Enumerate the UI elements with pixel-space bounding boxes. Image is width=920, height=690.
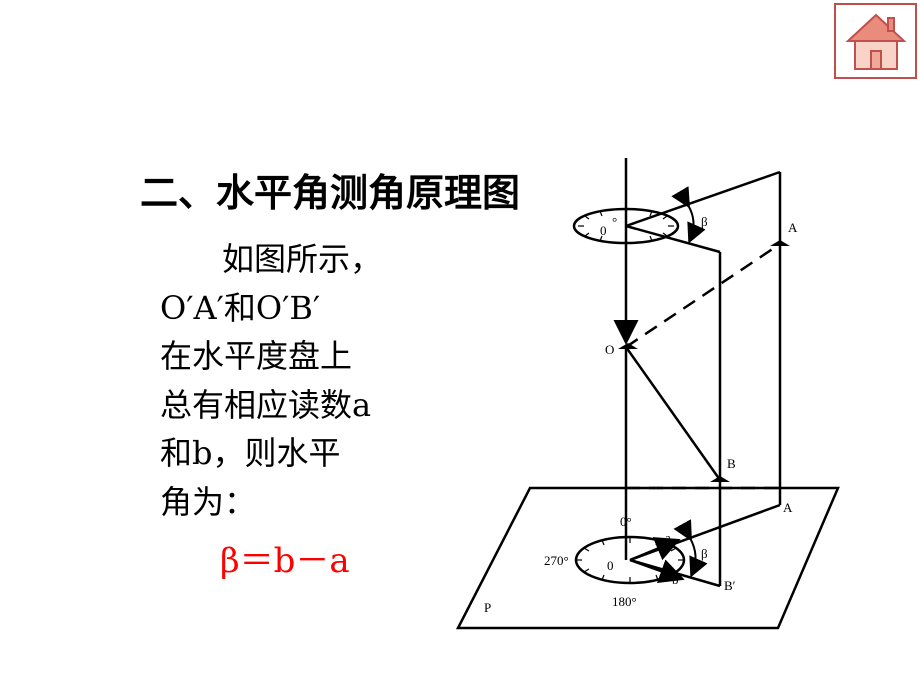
label-bottom-center: 0 (607, 558, 614, 573)
label-bottom-b: b (672, 572, 679, 587)
line-oa-dashed (625, 242, 781, 349)
label-bottom-beta: β (701, 546, 708, 561)
label-zero-degree: 0° (620, 514, 632, 529)
label-bottom-a: a (665, 530, 671, 545)
bottom-angle-arc (673, 519, 708, 578)
label-270: 270° (544, 553, 569, 568)
label-point-b-lower: B′ (724, 578, 736, 593)
text-line-4: 总有相应读数a (160, 385, 372, 424)
home-button[interactable] (834, 3, 917, 79)
text-line-1: 如图所示， (222, 240, 383, 278)
label-top-center: 0 (600, 223, 607, 238)
top-angle-arc (671, 186, 706, 244)
slide-title: 二、水平角测角原理图 (140, 171, 521, 215)
target-mark-b (710, 476, 730, 482)
label-point-b-upper: B (727, 456, 736, 471)
target-mark-o (618, 343, 638, 349)
label-point-o: O (605, 342, 614, 357)
explanation-text: 如图所示， O′A′和O′B′ 在水平度盘上 总有相应读数a 和b，则水平 角为… (160, 235, 450, 526)
label-180: 180° (612, 594, 637, 609)
text-line-6: 角为： (160, 482, 257, 521)
line-ob (624, 346, 722, 481)
text-line-2: O′A′和O′B′ (160, 288, 321, 327)
label-top-beta: β (701, 214, 708, 229)
text-line-3: 在水平度盘上 (160, 337, 353, 375)
label-point-a-lower: A (783, 500, 793, 515)
formula: β＝b－a (220, 541, 350, 581)
text-line-5: 和b，则水平 (160, 434, 341, 472)
label-plane-p: P (484, 600, 491, 615)
label-top-degree: ° (612, 214, 617, 229)
home-icon (845, 13, 907, 70)
target-mark-a (770, 240, 790, 246)
label-point-a-upper: A (788, 220, 798, 235)
plane-p (455, 486, 840, 630)
